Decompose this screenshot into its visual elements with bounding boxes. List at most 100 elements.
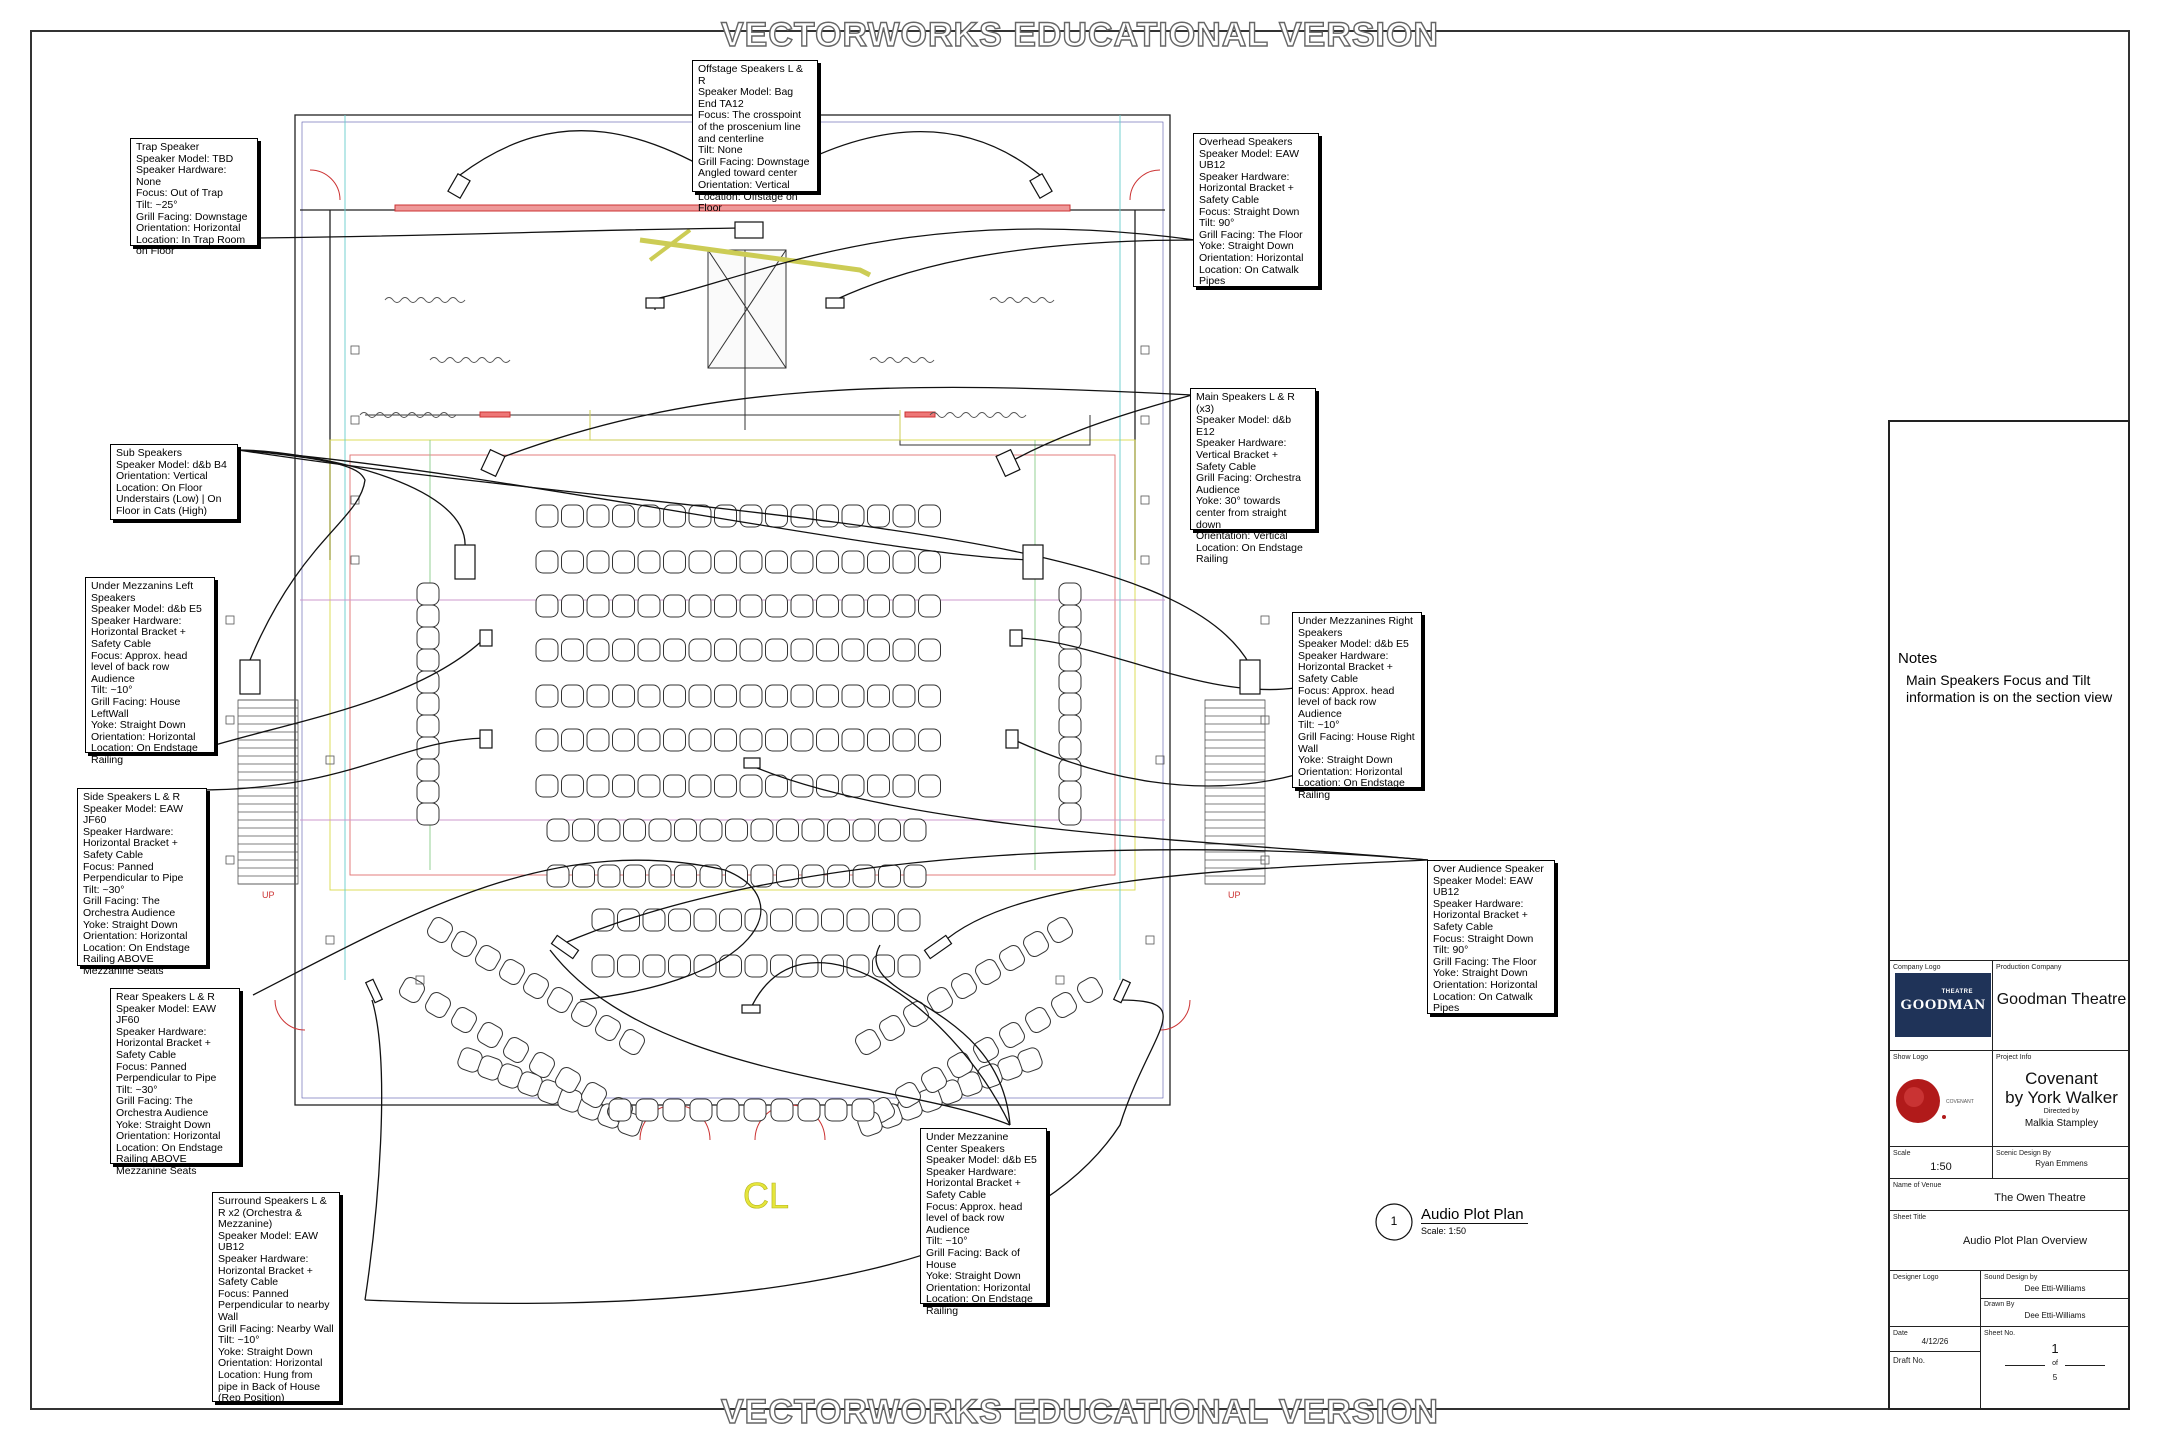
column-post xyxy=(1260,855,1270,865)
show-title-2: by York Walker xyxy=(2005,1088,2118,1107)
seat xyxy=(535,728,559,752)
seat xyxy=(586,774,610,798)
seat xyxy=(561,550,584,574)
seat xyxy=(795,908,819,932)
surround-speaker-right xyxy=(1112,978,1132,1004)
seat xyxy=(739,594,763,618)
seat xyxy=(1058,714,1082,738)
centerline-mark: CL xyxy=(743,1175,789,1216)
sound-design-label: Sound Design by xyxy=(1984,1274,2038,1281)
seat xyxy=(586,728,610,752)
seat xyxy=(546,864,570,888)
seat xyxy=(867,550,890,574)
seat xyxy=(770,954,793,978)
tb-sheet-title-row: Sheet Title Audio Plot Plan Overview xyxy=(1890,1210,2130,1270)
seat xyxy=(688,684,712,708)
seat xyxy=(503,1037,529,1063)
seat xyxy=(416,714,440,738)
seat xyxy=(841,638,865,662)
watermark-top: VECTORWORKS EDUCATIONAL VERSION xyxy=(720,15,1439,54)
seat xyxy=(765,594,788,618)
stair-outline xyxy=(237,699,299,885)
column-post xyxy=(1140,555,1150,565)
callout-mezz-right-speakers: Under Mezzanines Right Speakers Speaker … xyxy=(1292,612,1422,801)
seat xyxy=(663,774,686,798)
seat xyxy=(663,550,686,574)
seat xyxy=(719,954,742,978)
seat xyxy=(648,864,672,888)
seat xyxy=(770,1098,794,1122)
seat xyxy=(617,954,640,978)
sheet-of-label: of xyxy=(2052,1360,2058,1367)
seat xyxy=(827,818,850,842)
mezz-right-speaker xyxy=(1009,629,1023,647)
seat xyxy=(688,638,712,662)
seat xyxy=(927,987,953,1013)
scale-value: 1:50 xyxy=(1930,1161,1952,1173)
seat xyxy=(797,1098,821,1122)
seat xyxy=(663,594,686,618)
seat xyxy=(846,954,870,978)
column-post xyxy=(350,555,360,565)
seat xyxy=(623,818,646,842)
seat xyxy=(841,594,865,618)
seat xyxy=(663,638,686,662)
seat xyxy=(750,864,774,888)
mezz-left-speaker xyxy=(479,629,493,647)
seat xyxy=(790,504,814,528)
stair-outline xyxy=(1204,699,1266,885)
seat xyxy=(1077,977,1103,1003)
tb-designer-row: Designer Logo Sound Design by Dee Etti-W… xyxy=(1890,1270,2130,1409)
column-post xyxy=(415,975,425,985)
callout-side-speakers: Side Speakers L & R Speaker Model: EAW J… xyxy=(77,788,207,977)
seat xyxy=(770,908,793,932)
seat xyxy=(586,638,610,662)
seat xyxy=(416,780,440,804)
goodman-logo: GOODMAN THEATRE xyxy=(1895,973,1991,1037)
seat xyxy=(903,1001,929,1027)
seat xyxy=(663,504,686,528)
seat xyxy=(714,550,737,574)
show-logo-text: COVENANT xyxy=(1946,1099,1974,1105)
seat xyxy=(571,1001,597,1027)
seat xyxy=(1058,604,1082,628)
seat xyxy=(689,1098,713,1122)
seat xyxy=(612,550,635,574)
seat xyxy=(688,504,712,528)
seat xyxy=(750,818,774,842)
seat xyxy=(619,1029,645,1055)
seat xyxy=(637,550,661,574)
seat xyxy=(867,638,890,662)
seat xyxy=(841,684,865,708)
seat xyxy=(895,1082,921,1108)
seat xyxy=(612,684,635,708)
tb-company-row: Company Logo GOODMAN THEATRE Production … xyxy=(1890,960,2130,1061)
drawn-by: Dee Etti-Williams xyxy=(2024,1311,2086,1320)
seat xyxy=(693,954,717,978)
seat xyxy=(648,818,672,842)
callout-trap-speaker: Trap Speaker Speaker Model: TBD Speaker … xyxy=(130,138,258,257)
seat xyxy=(999,1022,1025,1048)
column-markers xyxy=(225,345,1270,985)
column-post xyxy=(225,615,235,625)
seat xyxy=(416,758,440,782)
seat xyxy=(597,864,621,888)
offstage-speaker-left xyxy=(447,173,471,199)
seat xyxy=(416,626,440,650)
seat xyxy=(1058,670,1082,694)
callout-sub-speakers: Sub Speakers Speaker Model: d&b B4 Orien… xyxy=(110,444,238,520)
seat xyxy=(867,594,890,618)
sub-speaker-right-high xyxy=(1022,544,1044,580)
seat xyxy=(872,908,895,932)
seat xyxy=(586,504,610,528)
seat xyxy=(663,684,686,708)
seat xyxy=(635,1098,659,1122)
seat xyxy=(416,648,440,672)
seat xyxy=(688,728,712,752)
seat xyxy=(918,504,941,528)
seat xyxy=(714,638,737,662)
seat xyxy=(918,684,941,708)
seat xyxy=(879,1015,905,1041)
seat xyxy=(841,504,865,528)
seat xyxy=(612,594,635,618)
